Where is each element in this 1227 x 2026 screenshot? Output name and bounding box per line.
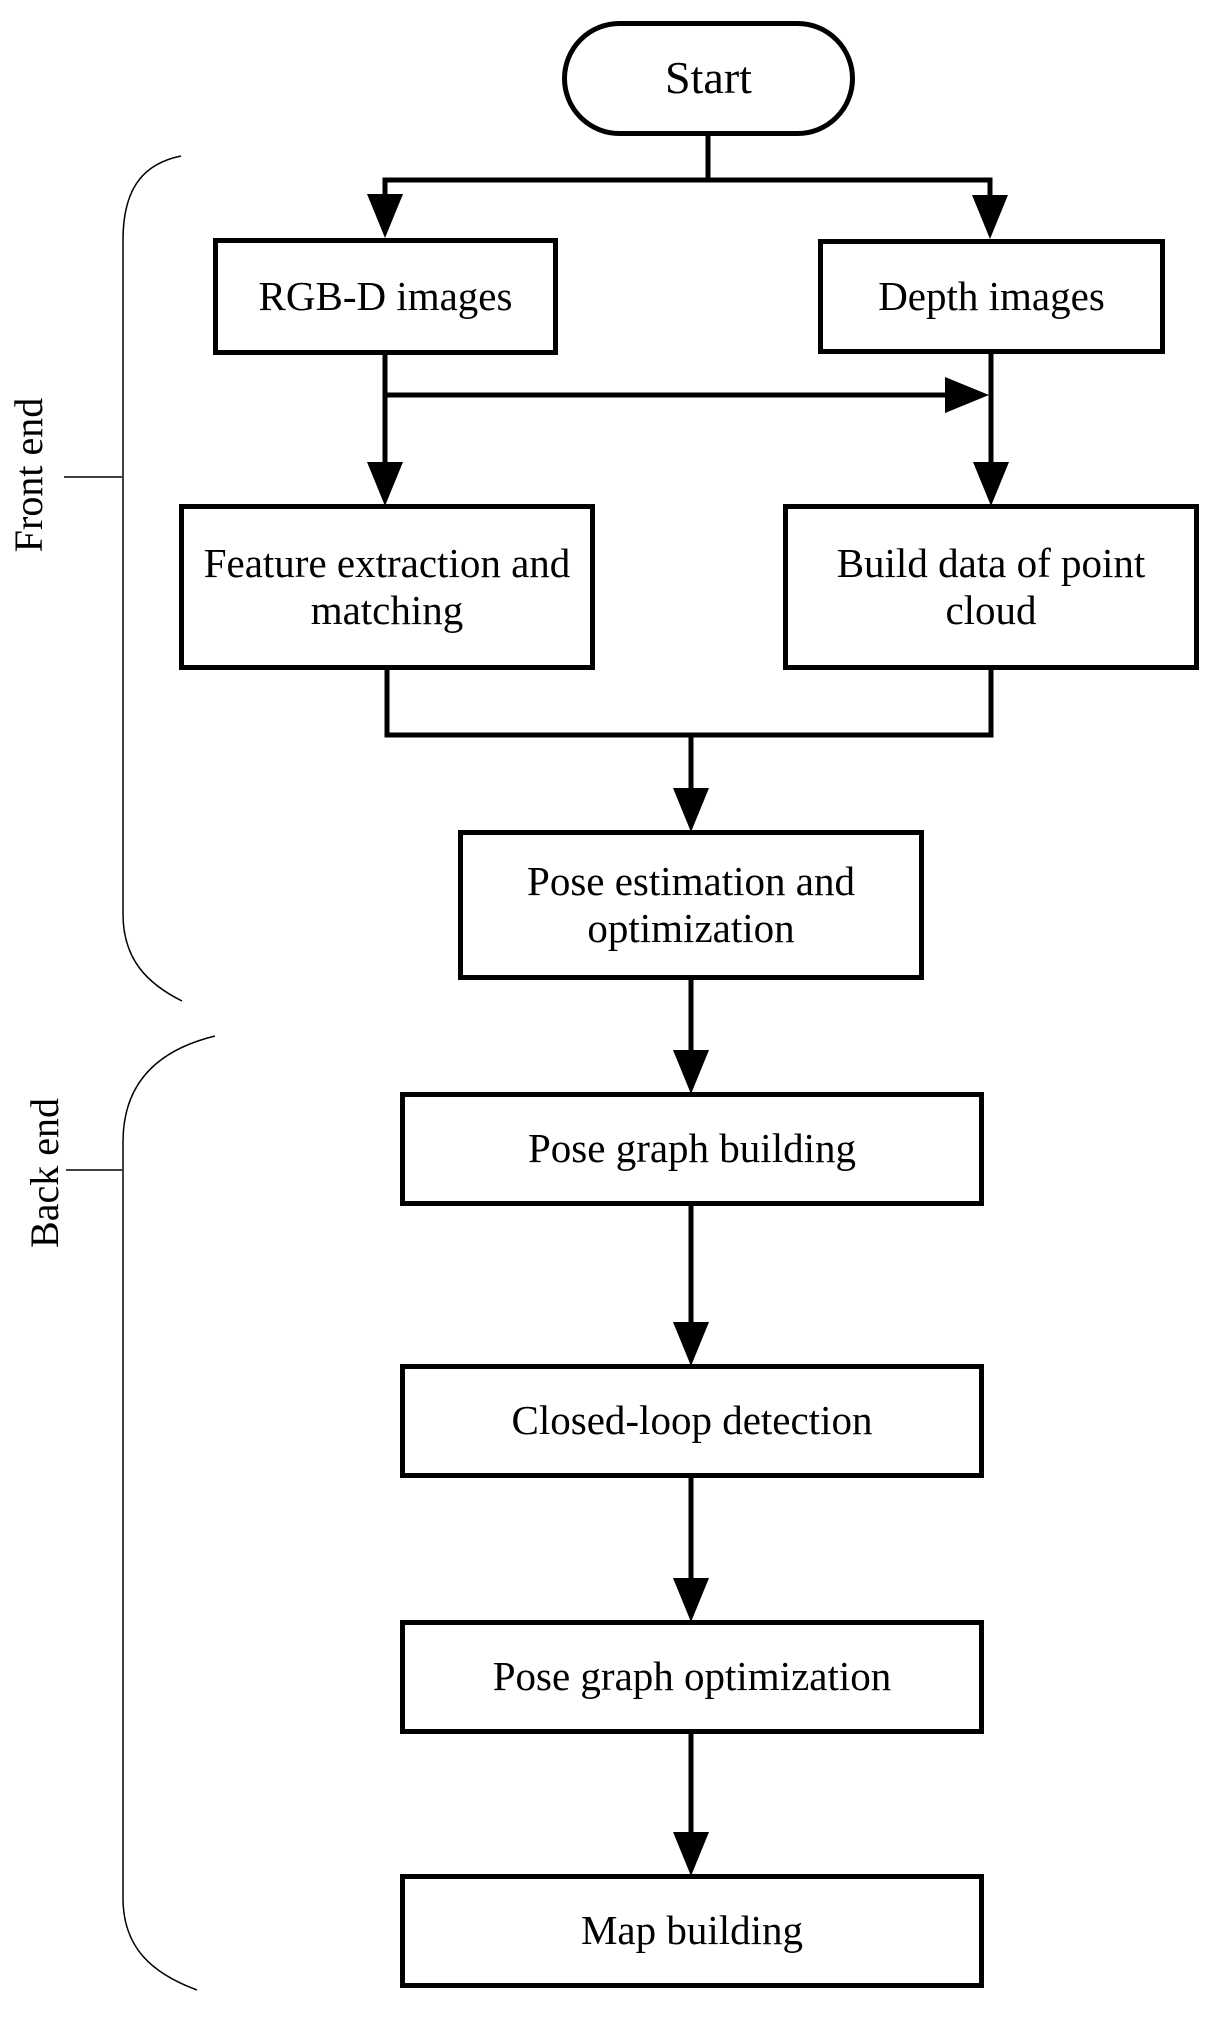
- node-pose-graph-optimization: Pose graph optimization: [400, 1620, 984, 1734]
- arrowhead-to-pose-graph: [673, 1050, 709, 1094]
- back-end-brace: [122, 1035, 216, 1991]
- node-feature-extraction: Feature extraction and matching: [179, 504, 595, 670]
- node-depth-images: Depth images: [818, 239, 1165, 354]
- arrowhead-to-map: [673, 1832, 709, 1876]
- arrowhead-rgbd-to-depthline: [945, 377, 989, 413]
- arrowhead-to-rgbd: [367, 194, 403, 238]
- arrowhead-to-build: [973, 462, 1009, 506]
- start-node: Start: [562, 21, 855, 136]
- arrowhead-to-closed-loop: [673, 1322, 709, 1366]
- node-build-point-cloud: Build data of point cloud: [783, 504, 1199, 670]
- node-rgbd-images: RGB-D images: [213, 238, 558, 355]
- back-end-label: Back end: [21, 1098, 67, 1248]
- front-end-label: Front end: [5, 397, 51, 553]
- front-end-brace: [122, 155, 183, 1002]
- node-map-building: Map building: [400, 1874, 984, 1988]
- arrowhead-to-feature: [367, 462, 403, 506]
- arrowhead-to-pose-est: [673, 788, 709, 832]
- node-pose-estimation: Pose estimation and optimization: [458, 830, 924, 980]
- node-closed-loop-detection: Closed-loop detection: [400, 1364, 984, 1478]
- arrowhead-to-depth: [972, 195, 1008, 239]
- node-pose-graph-building: Pose graph building: [400, 1092, 984, 1206]
- arrowhead-to-pose-opt: [673, 1578, 709, 1622]
